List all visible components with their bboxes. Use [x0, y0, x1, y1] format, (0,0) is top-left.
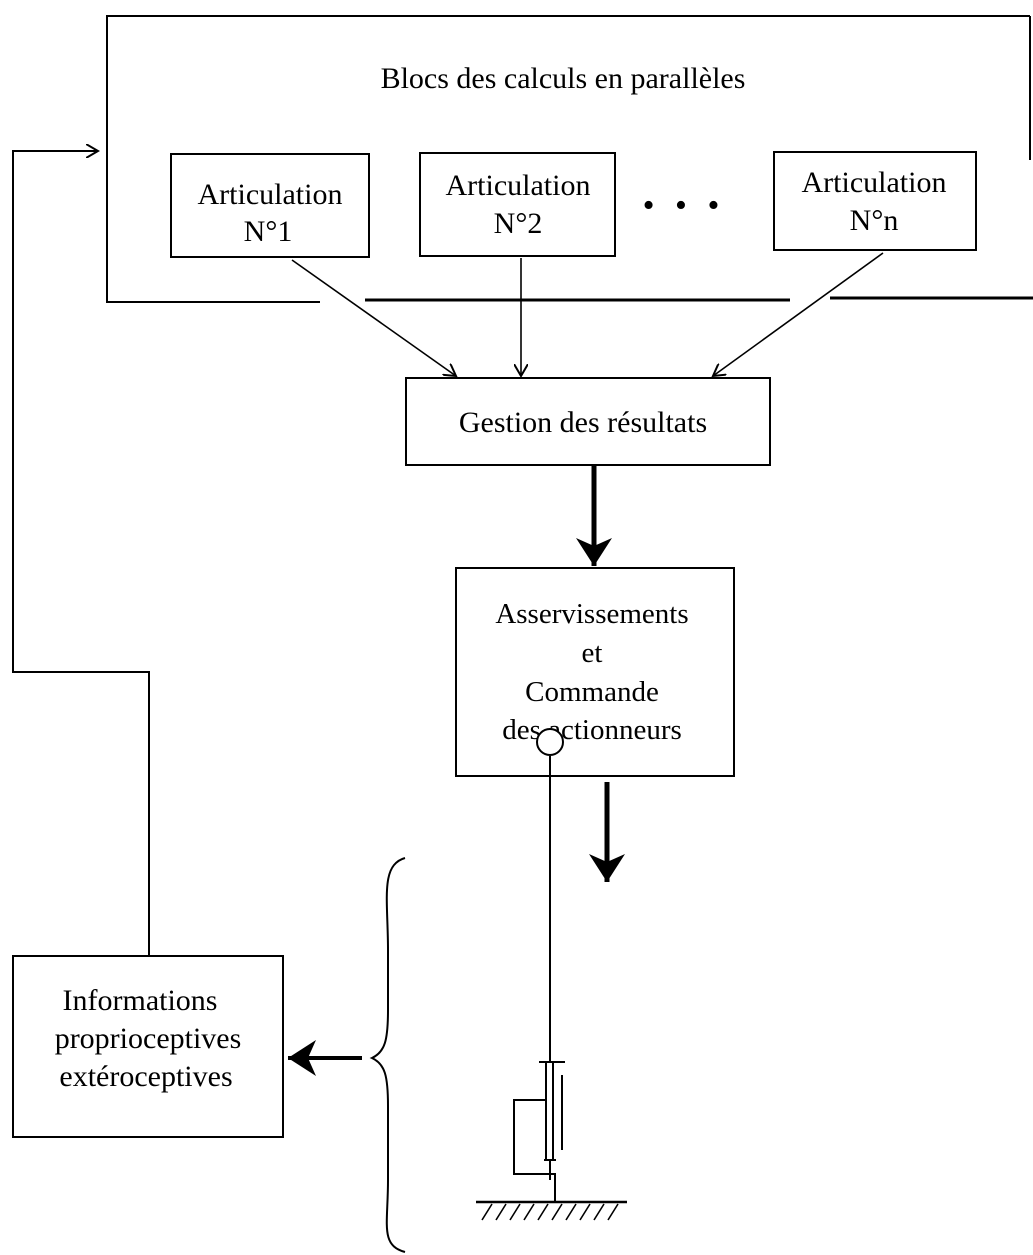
- parallel-block: Blocs des calculs en parallèles: [106, 15, 1033, 303]
- robot-joints-icon: [558, 731, 610, 945]
- control-line-2: et: [582, 637, 603, 669]
- robot-arm-icon: [476, 728, 627, 1221]
- ellipsis: • • •: [643, 187, 726, 224]
- robot-arm-upper-icon: [557, 733, 609, 944]
- robot-brace: [369, 857, 406, 1253]
- articulation-n-number: N°n: [850, 204, 899, 237]
- robot-joint-links-icon: [559, 731, 611, 946]
- results-box: Gestion des résultats: [405, 377, 771, 466]
- sensors-line-3: extéroceptives: [59, 1060, 232, 1093]
- feedback-loop: [12, 151, 150, 956]
- control-line-1: Asservissements: [495, 598, 688, 630]
- robot-links-final-icon: [560, 733, 610, 944]
- robot-manipulator-links-icon: [561, 734, 607, 944]
- control-line-4: des actionneurs: [502, 714, 682, 746]
- sensors-line-2: proprioceptives: [55, 1022, 242, 1055]
- articulation-1-number: N°1: [244, 215, 293, 248]
- control-box: Asservissements et Commande des actionne…: [455, 567, 735, 777]
- control-line-3: Commande: [525, 676, 659, 708]
- articulation-1-label: Articulation: [198, 178, 343, 211]
- articulation-1-box: Articulation N°1: [170, 153, 370, 258]
- sensors-line-1: Informations: [63, 984, 218, 1017]
- arrow-artn-to-results: [713, 252, 884, 376]
- robot-arm-segments-final-icon: [558, 732, 608, 944]
- articulation-n-box: Articulation N°n: [773, 151, 977, 251]
- articulation-2-number: N°2: [494, 207, 543, 240]
- articulation-2-box: Articulation N°2: [419, 152, 616, 257]
- robot-manipulator-icon: [557, 731, 607, 945]
- robot-arm-clean-icon: [559, 733, 608, 943]
- results-label: Gestion des résultats: [459, 406, 707, 439]
- robot-forearm-icon: [560, 732, 609, 945]
- articulation-n-label: Articulation: [802, 166, 947, 199]
- robot-upper-arm-icon: [559, 731, 610, 946]
- articulation-2-label: Articulation: [446, 169, 591, 202]
- sensors-box: Informations proprioceptives extérocepti…: [12, 955, 284, 1138]
- robot-links-icon: [559, 731, 610, 946]
- parallel-block-title: Blocs des calculs en parallèles: [381, 62, 746, 95]
- robot-arm-segments-icon: [558, 731, 611, 946]
- robot-arm-correct-icon: [560, 733, 607, 944]
- arrow-art1-to-results: [291, 259, 456, 376]
